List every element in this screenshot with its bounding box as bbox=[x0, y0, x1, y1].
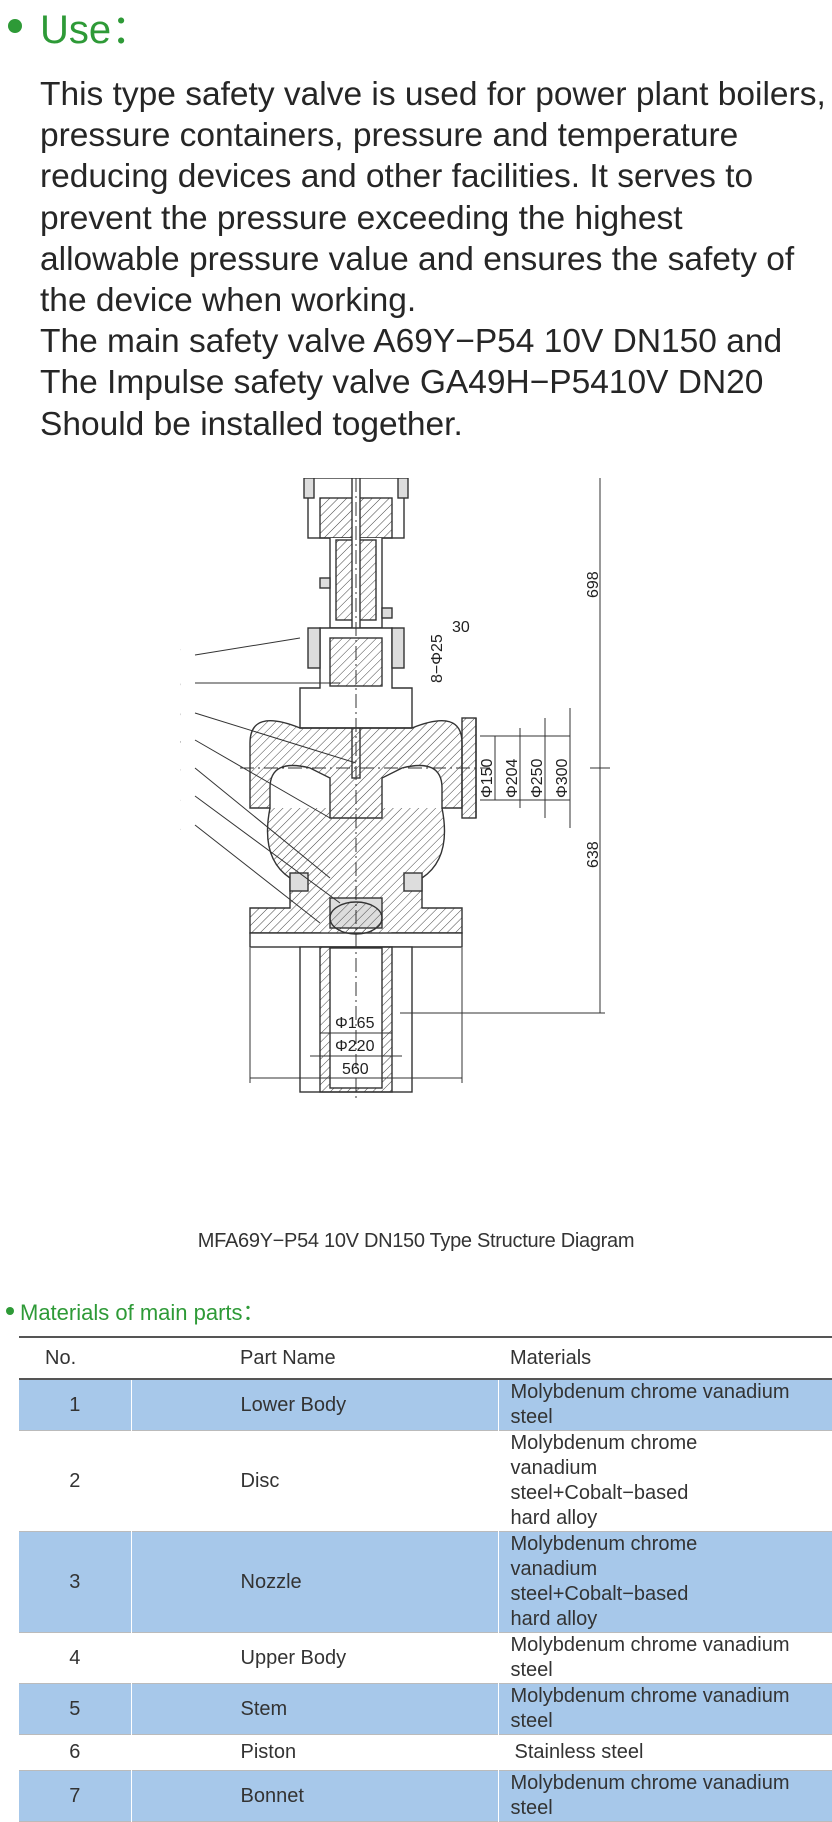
cell-material: Molybdenum chrome vanadium steel+Cobalt−… bbox=[510, 1432, 698, 1529]
dim-phi300: Φ300 bbox=[554, 758, 571, 798]
bullet-dot-icon bbox=[6, 1307, 14, 1315]
materials-heading-text: Materials of main parts： bbox=[20, 1300, 265, 1325]
table-row: 6 Piston Stainless steel bbox=[19, 1734, 832, 1771]
callout-7: 7 bbox=[180, 647, 181, 664]
table-row: 7 Bonnet Molybdenum chrome vanadium stee… bbox=[19, 1770, 832, 1822]
cell-part-name: Disc bbox=[131, 1430, 499, 1532]
dim-698: 698 bbox=[585, 571, 602, 598]
callout-6: 6 bbox=[180, 675, 181, 692]
callout-2: 2 bbox=[180, 788, 181, 805]
cell-part-name: Upper Body bbox=[131, 1632, 499, 1684]
table-row: 2 Disc Molybdenum chrome vanadium steel+… bbox=[19, 1430, 832, 1532]
materials-table: No. Part Name Materials 1 Lower Body Mol… bbox=[19, 1336, 832, 1822]
cell-no: 2 bbox=[19, 1430, 132, 1532]
cell-material: Stainless steel bbox=[514, 1741, 644, 1763]
cell-no: 3 bbox=[19, 1531, 132, 1633]
dim-560: 560 bbox=[342, 1061, 369, 1078]
cell-part-name: Lower Body bbox=[131, 1379, 499, 1431]
cell-part-name: Stem bbox=[131, 1683, 499, 1735]
table-row: 1 Lower Body Molybdenum chrome vanadium … bbox=[19, 1379, 832, 1431]
cell-material: Molybdenum chrome vanadium steel+Cobalt−… bbox=[510, 1533, 698, 1630]
cell-no: 1 bbox=[19, 1379, 132, 1431]
cell-no: 7 bbox=[19, 1770, 132, 1822]
dim-phi150: Φ150 bbox=[479, 758, 496, 798]
cell-part-name: Bonnet bbox=[131, 1770, 499, 1822]
cell-no: 5 bbox=[19, 1683, 132, 1735]
dim-phi204: Φ204 bbox=[504, 758, 521, 798]
bullet-dot-icon bbox=[8, 19, 22, 33]
valve-structure-diagram: 7 6 5 4 3 2 1 698 638 8−Φ25 30 Φ150 Φ204… bbox=[172, 455, 700, 1258]
dim-phi165: Φ165 bbox=[335, 1015, 375, 1032]
col-header-materials: Materials bbox=[498, 1336, 832, 1380]
diagram-caption: MFA69Y−P54 10V DN150 Type Structure Diag… bbox=[197, 1230, 635, 1252]
dim-phi250: Φ250 bbox=[529, 758, 546, 798]
dim-bolts: 8−Φ25 bbox=[429, 634, 446, 683]
cell-part-name: Nozzle bbox=[131, 1531, 499, 1633]
cell-part-name: Piston bbox=[131, 1734, 499, 1771]
col-header-part-name: Part Name bbox=[131, 1336, 498, 1380]
table-header-row: No. Part Name Materials bbox=[19, 1336, 832, 1380]
callout-3: 3 bbox=[180, 760, 181, 777]
dim-30: 30 bbox=[452, 619, 470, 636]
table-row: 4 Upper Body Molybdenum chrome vanadium … bbox=[19, 1632, 832, 1684]
materials-section-heading: Materials of main parts： bbox=[0, 1297, 265, 1325]
use-heading-text: Use： bbox=[40, 8, 152, 52]
cell-material: Molybdenum chrome vanadium steel bbox=[510, 1685, 790, 1732]
callout-1: 1 bbox=[180, 817, 181, 834]
use-paragraph-1: This type safety valve is used for power… bbox=[40, 76, 826, 320]
cell-material: Molybdenum chrome vanadium steel bbox=[510, 1634, 790, 1681]
callout-4: 4 bbox=[180, 732, 181, 749]
use-section-heading: Use： bbox=[0, 2, 151, 52]
use-paragraph-2: The main safety valve A69Y−P54 10V DN150… bbox=[40, 323, 783, 443]
table-row: 5 Stem Molybdenum chrome vanadium steel bbox=[19, 1683, 832, 1735]
cell-material: Molybdenum chrome vanadium steel bbox=[510, 1381, 790, 1428]
cell-no: 6 bbox=[19, 1734, 132, 1771]
cell-material: Molybdenum chrome vanadium steel bbox=[510, 1772, 790, 1819]
callout-5: 5 bbox=[180, 705, 181, 722]
dim-phi220: Φ220 bbox=[335, 1038, 375, 1055]
col-header-no: No. bbox=[19, 1336, 131, 1380]
cell-no: 4 bbox=[19, 1632, 132, 1684]
use-description: This type safety valve is used for power… bbox=[40, 74, 830, 445]
table-row: 3 Nozzle Molybdenum chrome vanadium stee… bbox=[19, 1531, 832, 1633]
dim-638: 638 bbox=[585, 841, 602, 868]
